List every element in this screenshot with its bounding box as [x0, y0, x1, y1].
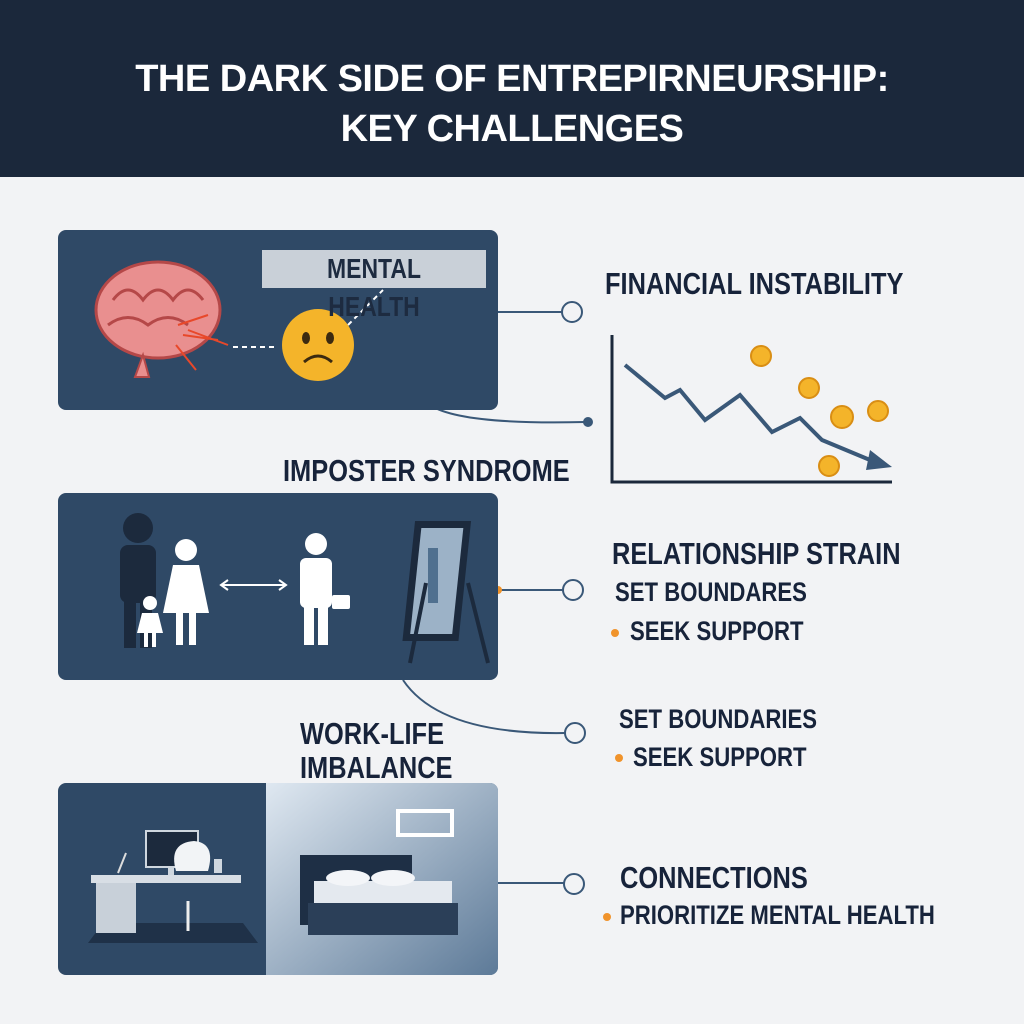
bullet-icon — [611, 629, 619, 637]
bullet-icon — [603, 913, 611, 921]
title-line-1: THE DARK SIDE OF ENTREPIRNEURSHIP: — [135, 58, 889, 100]
sad-face-icon — [282, 309, 354, 381]
title-line-2: KEY CHALLENGES — [340, 108, 684, 150]
work-life-title-line-1: WORK-LIFE — [300, 716, 445, 751]
work-life-panel — [58, 783, 498, 975]
bullet-icon — [615, 754, 623, 762]
relationship-item-2: SEEK SUPPORT — [630, 616, 804, 646]
connections-title: CONNECTIONS — [620, 860, 808, 895]
brain-icon — [94, 260, 384, 378]
connections-item-1: PRIORITIZE MENTAL HEALTH — [620, 900, 935, 930]
tip-item-2: SEEK SUPPORT — [633, 742, 807, 772]
mirror-icon — [402, 521, 490, 664]
tip-item-1: SET BOUNDARIES — [619, 704, 818, 734]
family-figures-icon — [120, 513, 350, 648]
imposter-syndrome-title: IMPOSTER SYNDROME — [283, 453, 570, 488]
work-life-title-line-2: IMBALANCE — [300, 750, 453, 785]
header: THE DARK SIDE OF ENTREPIRNEURSHIP: KEY C… — [0, 0, 1024, 177]
mental-health-label: MENTAL HEALTH — [262, 250, 486, 322]
imposter-syndrome-panel — [58, 493, 498, 680]
relationship-item-1: SET BOUNDARES — [615, 577, 807, 607]
mental-health-panel: MENTAL HEALTH — [58, 230, 498, 410]
financial-instability-title: FINANCIAL INSTABILITY — [605, 266, 904, 301]
bed-icon — [300, 809, 458, 935]
relationship-strain-title: RELATIONSHIP STRAIN — [612, 536, 901, 571]
